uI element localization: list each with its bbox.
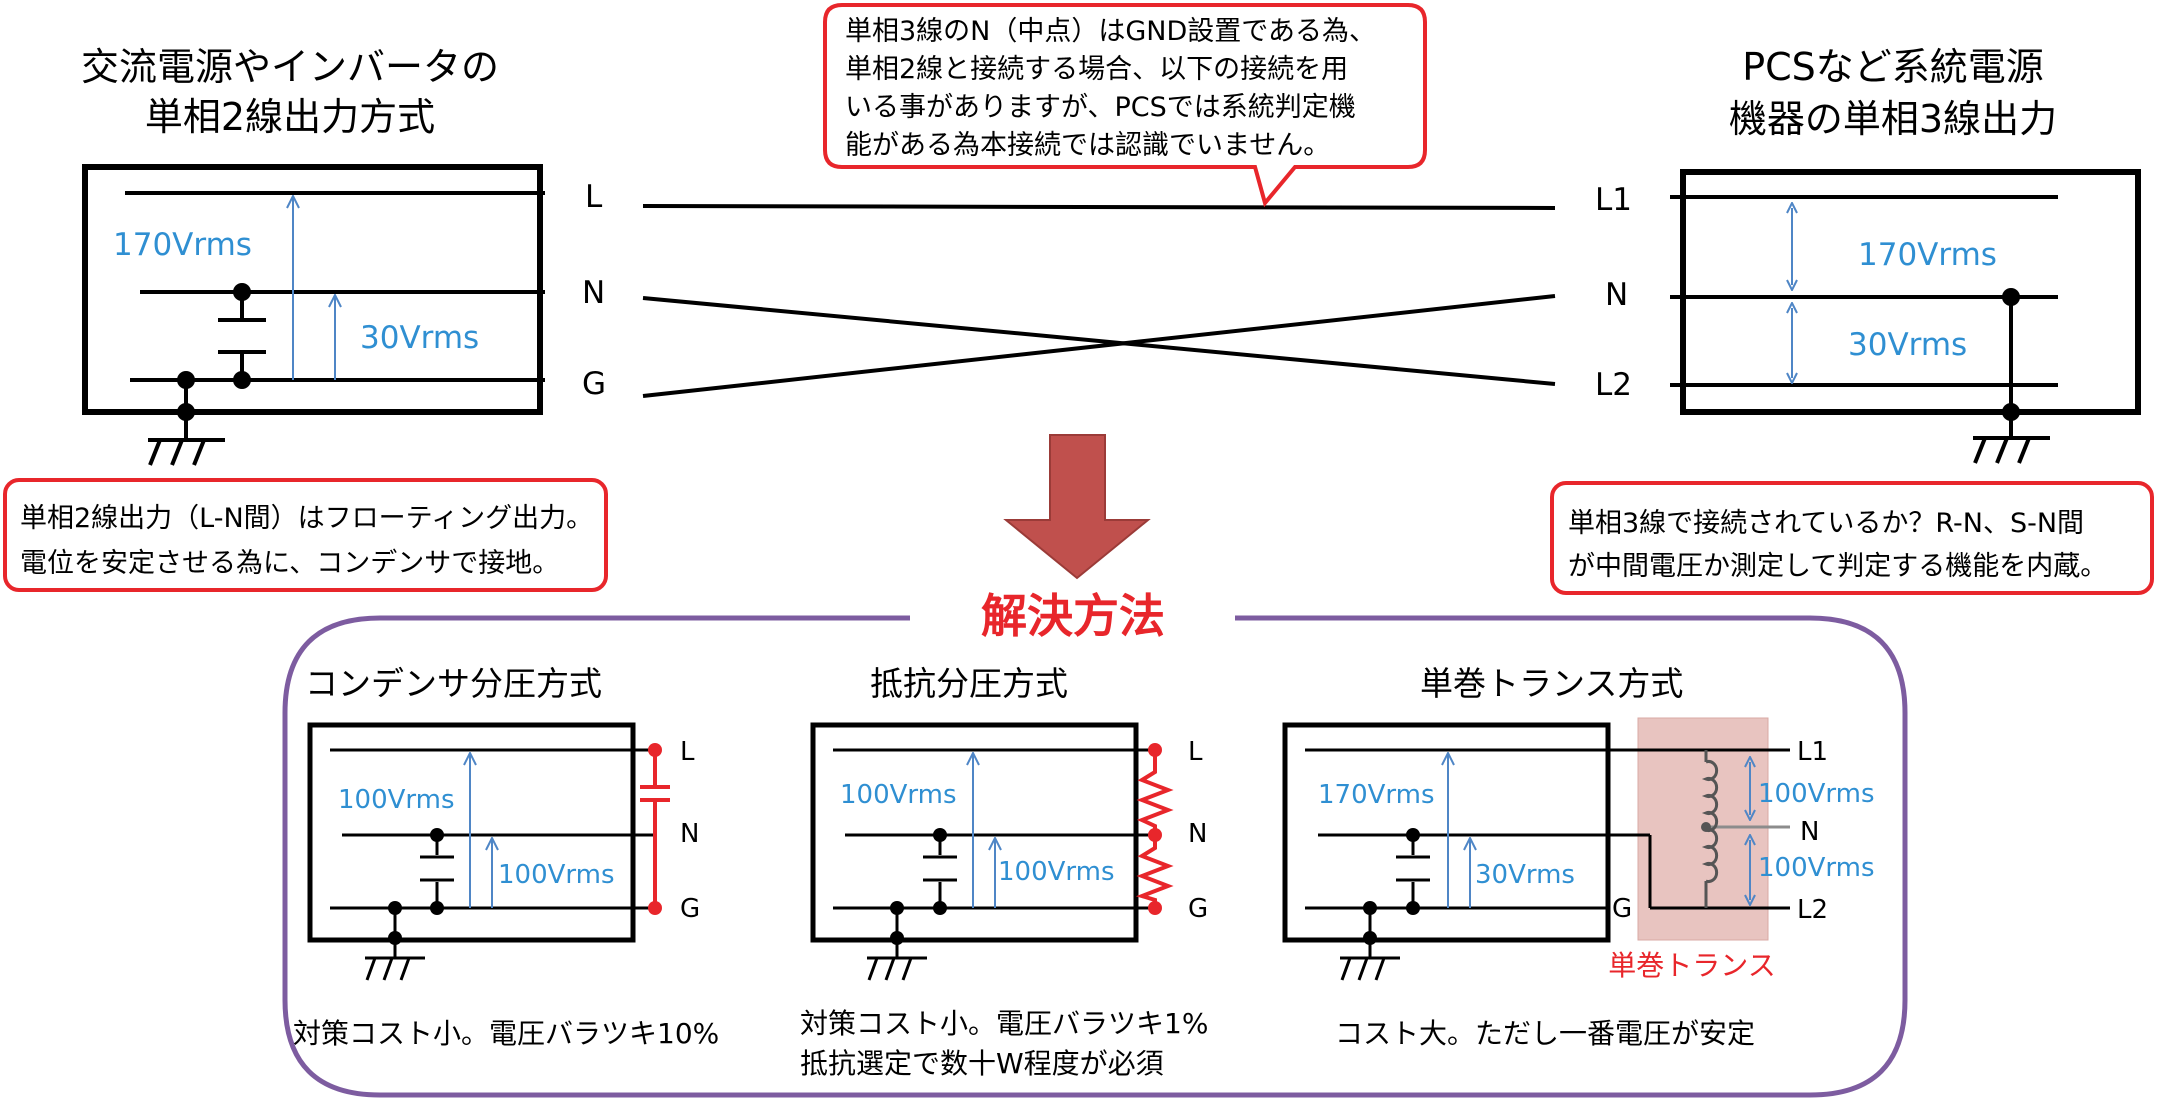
p3-coil-tap bbox=[1701, 822, 1711, 832]
wire-g-n bbox=[642, 294, 1556, 398]
left-terminal-l: L bbox=[585, 179, 603, 215]
left-note-line1: 単相2線出力（L-N間）はフローティング出力。 bbox=[20, 503, 593, 534]
p2-terminal-l: L bbox=[1188, 737, 1203, 767]
left-source-box bbox=[82, 164, 543, 415]
p3-source-box bbox=[1282, 722, 1611, 943]
p3-terminal-n: N bbox=[1800, 817, 1819, 847]
top-note-line1: 単相3線のN（中点）はGND設置である為、 bbox=[845, 16, 1376, 47]
p3-terminal-l2: L2 bbox=[1797, 895, 1828, 925]
left-note-box bbox=[3, 478, 608, 592]
p1-capacitor bbox=[420, 835, 454, 908]
p2-terminal-n: N bbox=[1188, 819, 1207, 849]
p1-title: コンデンサ分圧方式 bbox=[305, 664, 602, 703]
p2-caption-line2: 抵抗選定で数十W程度が必須 bbox=[800, 1047, 1164, 1080]
right-terminal-l2: L2 bbox=[1595, 367, 1632, 403]
p1-voltage-1: 100Vrms bbox=[338, 785, 455, 815]
p1-caption: 対策コスト小。電圧バラツキ10% bbox=[293, 1017, 719, 1050]
left-title-line2: 単相2線出力方式 bbox=[145, 95, 435, 139]
p3-caption: コスト大。ただし一番電圧が安定 bbox=[1335, 1017, 1755, 1050]
p3-coil-icon bbox=[1701, 750, 1719, 908]
p2-node bbox=[933, 901, 947, 915]
left-ground-icon bbox=[148, 438, 225, 466]
p2-voltage-2: 100Vrms bbox=[998, 857, 1115, 887]
p2-terminal-dot bbox=[1148, 743, 1162, 757]
p3-voltage-4: 100Vrms bbox=[1758, 853, 1875, 883]
right-note-line2: が中間電圧か測定して判定する機能を内蔵。 bbox=[1568, 551, 2107, 582]
solution-title: 解決方法 bbox=[981, 589, 1165, 643]
right-node bbox=[2002, 288, 2020, 306]
left-voltage-170: 170Vrms bbox=[113, 227, 252, 263]
left-capacitor bbox=[218, 292, 266, 380]
left-node bbox=[233, 283, 251, 301]
right-terminal-l1: L1 bbox=[1595, 182, 1632, 218]
left-note-line2: 電位を安定させる為に、コンデンサで接地。 bbox=[20, 548, 559, 579]
top-note-line4: 能がある為本接続では認識でいません。 bbox=[845, 130, 1330, 161]
p1-source-box bbox=[307, 722, 636, 943]
solution-panel bbox=[282, 615, 1908, 1098]
p2-capacitor bbox=[923, 835, 957, 908]
p3-node bbox=[1406, 828, 1420, 842]
right-voltage-170: 170Vrms bbox=[1858, 237, 1997, 273]
top-note-line2: 単相2線と接続する場合、以下の接続を用 bbox=[845, 54, 1348, 85]
p2-voltage-1: 100Vrms bbox=[840, 780, 957, 810]
right-title-line2: 機器の単相3線出力 bbox=[1729, 97, 2057, 141]
left-terminal-g: G bbox=[582, 366, 606, 402]
p3-transformer-label: 単巻トランス bbox=[1608, 949, 1775, 982]
p2-title: 抵抗分圧方式 bbox=[870, 664, 1068, 703]
right-note-box bbox=[1550, 481, 2154, 595]
wire-n-l2 bbox=[642, 296, 1556, 386]
right-note-line1: 単相3線で接続されているか？R-N、S-N間 bbox=[1568, 508, 2084, 539]
p1-terminal-dot bbox=[648, 743, 662, 757]
p2-terminal-dot bbox=[1148, 828, 1162, 842]
left-voltage-30: 30Vrms bbox=[360, 320, 479, 356]
p2-source-box bbox=[810, 722, 1139, 943]
p1-terminal-l: L bbox=[680, 737, 695, 767]
p2-node bbox=[933, 828, 947, 842]
p1-voltage-2: 100Vrms bbox=[498, 860, 615, 890]
p3-terminal-g: G bbox=[1612, 894, 1632, 924]
p3-voltage-2: 30Vrms bbox=[1475, 860, 1575, 890]
right-title-line1: PCSなど系統電源 bbox=[1742, 45, 2044, 89]
p1-node bbox=[430, 828, 444, 842]
right-ground-icon bbox=[1973, 436, 2050, 464]
right-voltage-30: 30Vrms bbox=[1848, 327, 1967, 363]
top-note-callout bbox=[823, 3, 1427, 208]
top-note-line3: いる事がありますが、PCSでは系統判定機 bbox=[845, 92, 1356, 123]
left-title-line1: 交流電源やインバータの bbox=[81, 45, 499, 89]
right-node bbox=[2002, 403, 2020, 421]
p3-terminal-l1: L1 bbox=[1797, 737, 1828, 767]
p2-caption-line1: 対策コスト小。電圧バラツキ1% bbox=[800, 1007, 1208, 1040]
p1-ground-icon bbox=[365, 956, 425, 981]
p2-terminal-dot bbox=[1148, 901, 1162, 915]
p3-voltage-1: 170Vrms bbox=[1318, 780, 1435, 810]
right-source-box bbox=[1680, 169, 2141, 415]
left-node bbox=[233, 371, 251, 389]
solution-arrow-icon bbox=[1003, 434, 1151, 580]
right-terminal-n: N bbox=[1605, 277, 1628, 313]
p3-node bbox=[1406, 901, 1420, 915]
wire-l-l1 bbox=[642, 204, 1556, 210]
p1-red-divider bbox=[640, 750, 670, 908]
p3-title: 単巻トランス方式 bbox=[1420, 664, 1683, 703]
p3-capacitor bbox=[1396, 835, 1430, 908]
p1-node bbox=[430, 901, 444, 915]
p2-terminal-g: G bbox=[1188, 894, 1208, 924]
p3-voltage-3: 100Vrms bbox=[1758, 779, 1875, 809]
p1-terminal-g: G bbox=[680, 894, 700, 924]
p1-terminal-dot bbox=[648, 901, 662, 915]
p2-ground-icon bbox=[867, 956, 927, 981]
left-terminal-n: N bbox=[582, 275, 605, 311]
p3-ground-icon bbox=[1340, 956, 1400, 981]
p2-red-resistors bbox=[1135, 750, 1174, 908]
p1-terminal-n: N bbox=[680, 819, 699, 849]
